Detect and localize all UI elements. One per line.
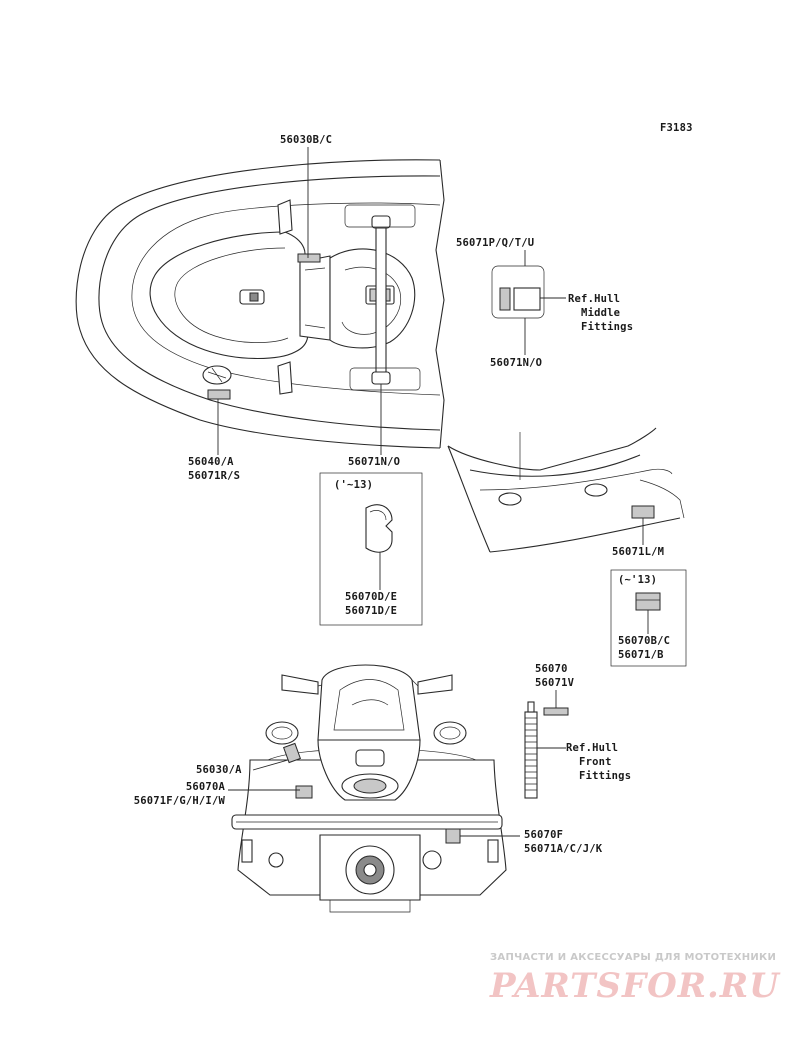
- rear-view: [231, 664, 507, 913]
- box2-frame: [610, 569, 687, 667]
- figure-code: F3183: [660, 122, 693, 134]
- hull-top-view: [75, 159, 445, 449]
- part-label-56071p-q-t-u: 56071P/Q/T/U: [456, 237, 535, 249]
- watermark-tagline: ЗАПЧАСТИ И АКСЕССУАРЫ ДЛЯ МОТОТЕХНИКИ: [490, 952, 777, 963]
- seat-side-view: [447, 427, 685, 553]
- part-label-56071n-o: 56071N/O: [348, 456, 401, 468]
- part-label-56040-a: 56040/A 56071R/S: [188, 456, 241, 482]
- part-label-56070f: 56070F 56071A/C/J/K: [524, 829, 603, 855]
- part-label-56070-56071v: 56070 56071V: [535, 663, 575, 689]
- left-deck-sticker: [207, 389, 231, 400]
- part-label-56071l-m: 56071L/M: [612, 546, 665, 558]
- part-label-56071n-o-right: 56071N/O: [490, 357, 543, 369]
- ref-hull-middle-fittings: Ref.Hull Middle Fittings: [568, 293, 634, 333]
- box1-header: ('~13): [334, 479, 374, 491]
- box1-parts: 56070D/E 56071D/E: [345, 591, 398, 617]
- box2-header: (~'13): [618, 574, 658, 586]
- box2-parts: 56070B/C 56071/B: [618, 635, 671, 661]
- part-label-56070a: 56070A 56071F/G/H/I/W: [133, 781, 225, 807]
- watermark-logo: PARTSFOR.RU: [490, 966, 780, 1006]
- part-label-56030b-c: 56030B/C: [280, 134, 333, 146]
- box1-frame: [319, 472, 423, 626]
- part-label-56030-a: 56030/A: [196, 764, 242, 776]
- ref-hull-front-fittings: Ref.Hull Front Fittings: [566, 742, 632, 782]
